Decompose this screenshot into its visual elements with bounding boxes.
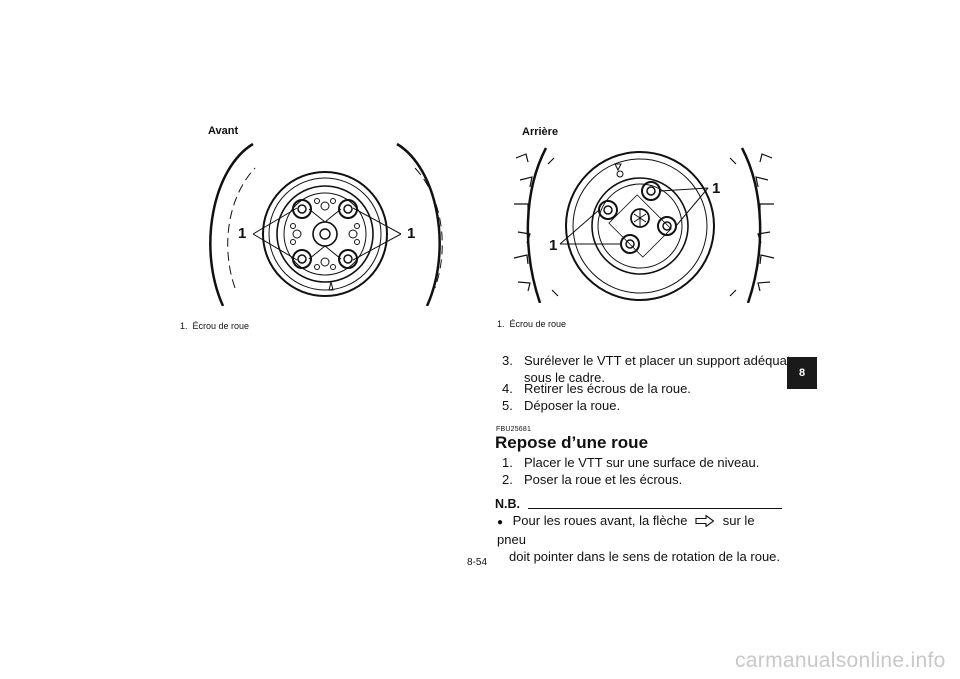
- front-callout-right: 1: [407, 225, 416, 242]
- removal-step-3: 3. Surélever le VTT et placer un support …: [502, 352, 792, 386]
- front-figure-title: Avant: [208, 125, 239, 137]
- front-wheel-illustration: [209, 142, 443, 306]
- caption-text: Écrou de roue: [192, 321, 250, 331]
- note-body: ● Pour les roues avant, la flèche sur le…: [497, 512, 787, 565]
- step-text: Retirer les écrous de la roue.: [524, 381, 691, 396]
- hollow-right-arrow-icon: [695, 514, 715, 528]
- step-number: 4.: [502, 381, 513, 396]
- step-number: 3.: [502, 353, 513, 368]
- rear-callout-top: 1: [712, 180, 721, 197]
- page-number: 8-54: [467, 557, 488, 568]
- note-divider: [528, 508, 782, 509]
- note-text-line2: doit pointer dans le sens de rotation de…: [509, 549, 781, 564]
- step-text: Poser la roue et les écrous.: [524, 472, 683, 487]
- note-label: N.B.: [495, 497, 520, 511]
- rear-callout-bottom: 1: [549, 237, 558, 254]
- step-number: 2.: [502, 472, 513, 487]
- front-callout-left: 1: [238, 225, 247, 242]
- caption-text: Écrou de roue: [509, 319, 567, 329]
- step-number: 5.: [502, 398, 513, 413]
- rear-wheel-illustration: [513, 147, 775, 303]
- step-text: Déposer la roue.: [524, 398, 621, 413]
- step-text: Placer le VTT sur une surface de niveau.: [524, 455, 760, 470]
- chapter-tab: 8: [787, 357, 817, 389]
- rear-figure-title: Arrière: [522, 126, 559, 138]
- rear-figure-caption: 1. Écrou de roue: [497, 319, 566, 329]
- front-figure-caption: 1. Écrou de roue: [180, 321, 249, 331]
- step-text-continued: sous le cadre.: [524, 370, 605, 385]
- bullet-icon: ●: [497, 517, 504, 528]
- note-text-before: Pour les roues avant, la flèche: [512, 513, 688, 528]
- caption-number: 1.: [497, 319, 505, 329]
- step-number: 1.: [502, 455, 513, 470]
- step-text: Surélever le VTT et placer un support ad…: [524, 353, 791, 368]
- removal-step-4: 4. Retirer les écrous de la roue.: [502, 380, 691, 397]
- section-code: FBU25681: [496, 426, 532, 433]
- section-heading: Repose d’une roue: [495, 433, 649, 452]
- note-text-after: sur le pneu: [497, 513, 755, 547]
- removal-step-5: 5. Déposer la roue.: [502, 397, 620, 414]
- watermark: carmanualsonline.info: [735, 649, 946, 672]
- caption-number: 1.: [180, 321, 188, 331]
- install-step-2: 2. Poser la roue et les écrous.: [502, 471, 682, 488]
- install-step-1: 1. Placer le VTT sur une surface de nivea…: [502, 454, 759, 471]
